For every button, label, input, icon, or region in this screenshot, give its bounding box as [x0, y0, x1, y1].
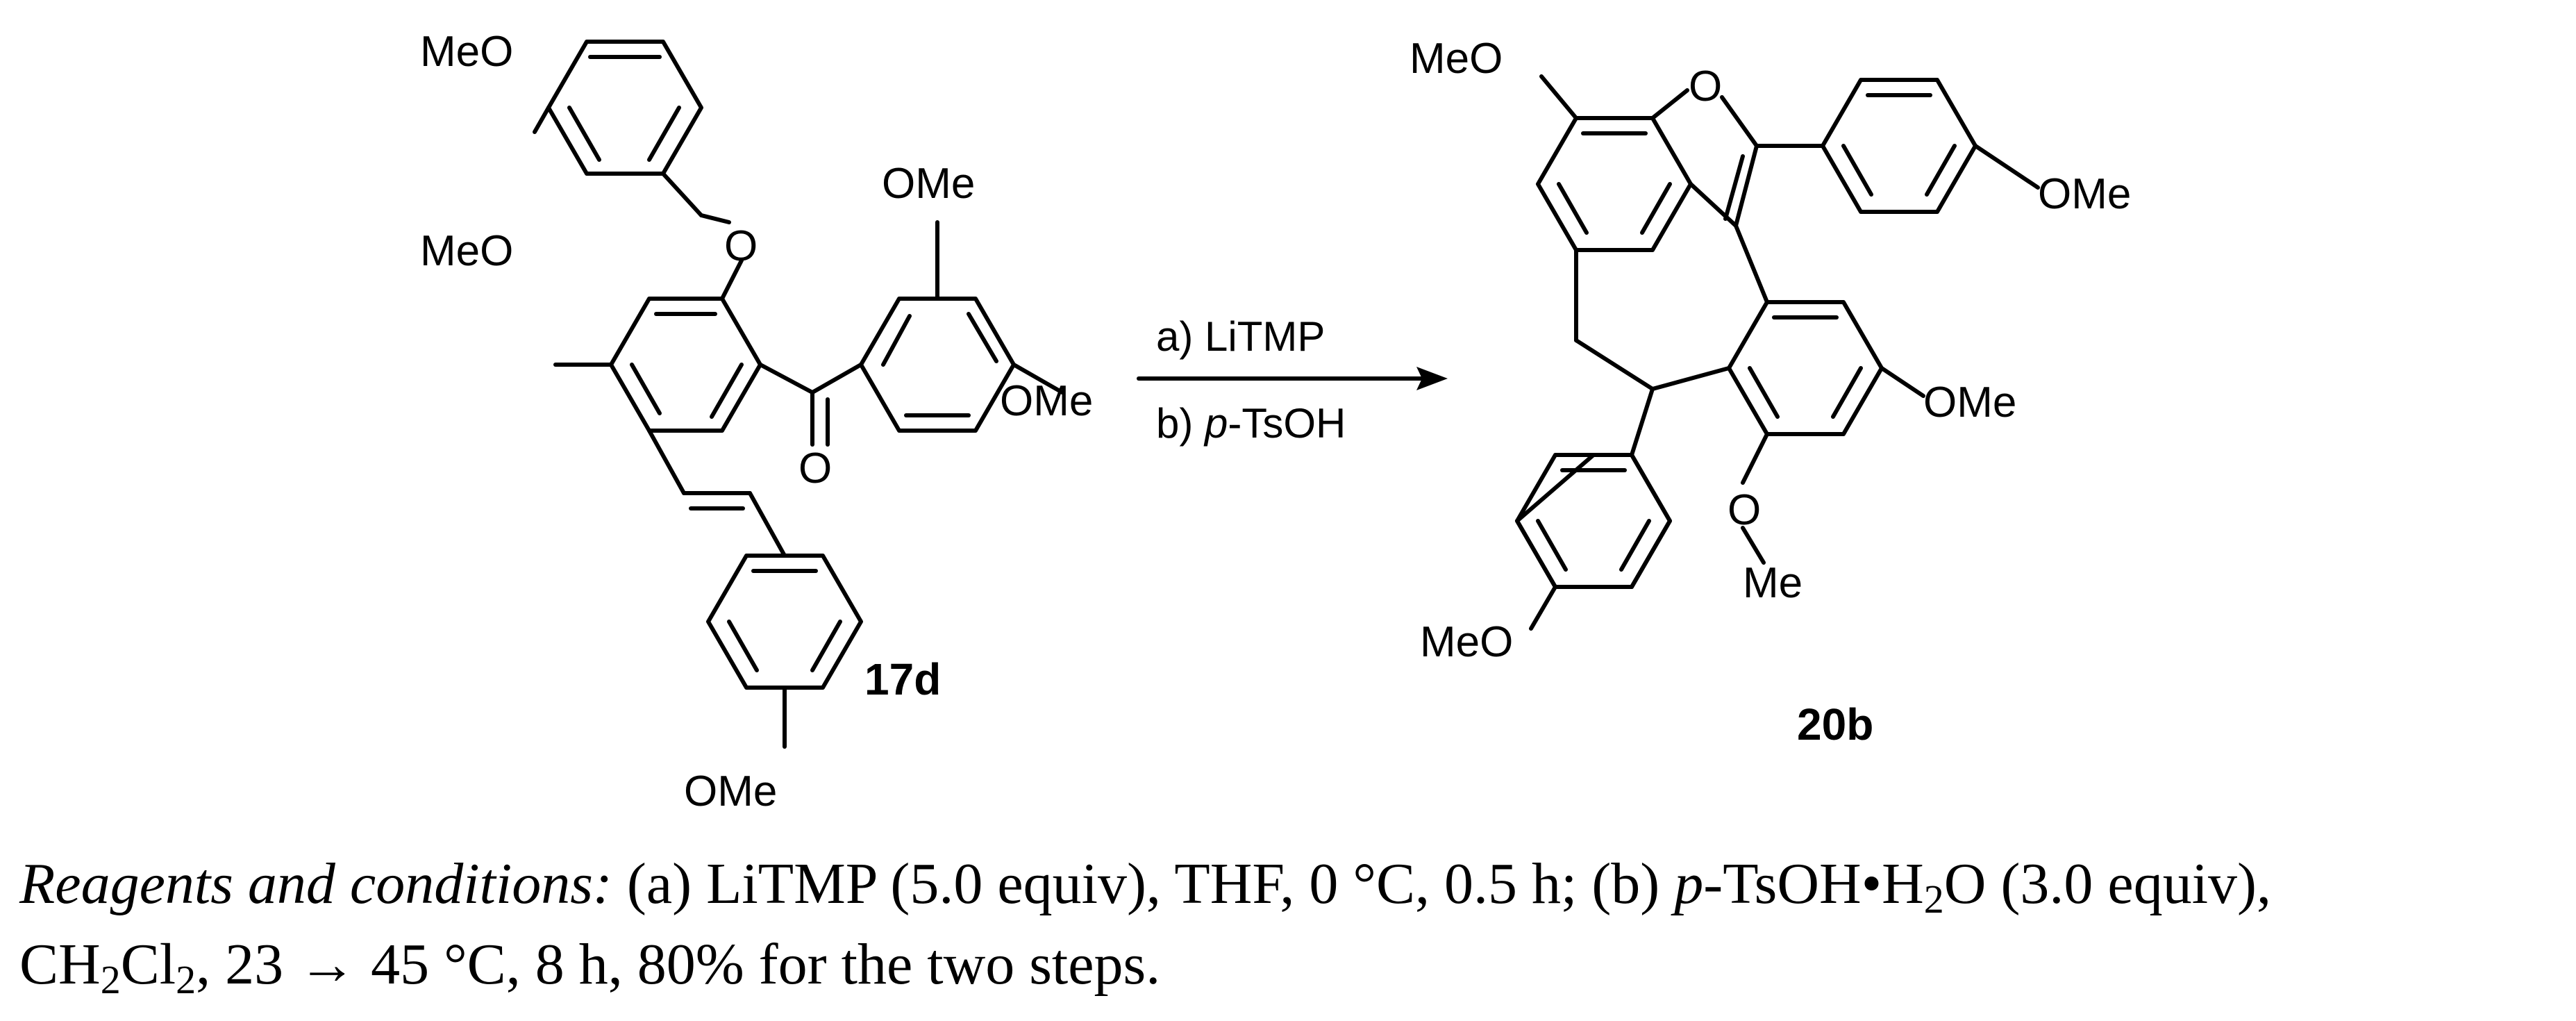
pmb-aryl-ring: [533, 40, 703, 176]
anisyl-ring-lower: [1515, 453, 1672, 631]
caption-text: O (3.0 equiv),: [1943, 852, 2272, 916]
caption-line-1: Reagents and conditions: (a) LiTMP (5.0 …: [19, 844, 2561, 924]
meo-label-benzofuran: MeO: [1410, 35, 1503, 83]
product-20b-structure: [1515, 74, 2040, 631]
furan-ring: [1650, 88, 1759, 228]
caption-subscript: 2: [176, 957, 196, 1002]
caption-text: -TsOH•H: [1703, 852, 1924, 916]
reactant-17d-structure: [533, 40, 1064, 749]
ome-label-anisyl: OMe: [2038, 170, 2131, 218]
o-label-lower: O: [1728, 486, 1761, 534]
reagent-step-b: b) p-TsOH: [1156, 400, 1346, 447]
ome-label-benzo: OMe: [1923, 379, 2016, 426]
meo-label-central: MeO: [420, 227, 513, 275]
central-aryl-ring: [609, 297, 762, 433]
caption-subscript: 2: [100, 957, 121, 1002]
caption-text: , 23 → 45 °C, 8 h, 80% for the two steps…: [196, 932, 1161, 997]
compound-20b-label: 20b: [1797, 699, 1873, 749]
benzofuran-benzo-ring: [1536, 74, 1693, 252]
reaction-arrow: [1137, 367, 1448, 390]
caption-italic-p: p: [1674, 852, 1704, 916]
ome-label-right: OMe: [1000, 377, 1093, 425]
dimethoxy-benzo-ring: [1727, 300, 1925, 565]
reagent-step-a: a) LiTMP: [1156, 313, 1325, 360]
caption-text: (a) LiTMP (5.0 equiv), THF, 0 °C, 0.5 h;…: [612, 852, 1675, 916]
caption-line-2: CH2Cl2, 23 → 45 °C, 8 h, 80% for the two…: [19, 924, 2561, 1005]
compound-17d-label: 17d: [864, 654, 941, 704]
caption-text: CH: [19, 932, 101, 997]
o-label-furan: O: [1689, 63, 1722, 110]
dimethoxyphenyl-ring: [859, 220, 1064, 433]
me-label-lower: Me: [1743, 559, 1803, 607]
meo-label-anisyl-lower: MeO: [1420, 618, 1513, 666]
anisyl-ring-furan: [1755, 78, 2040, 214]
reagents-conditions-caption: Reagents and conditions: (a) LiTMP (5.0 …: [19, 844, 2561, 1005]
ome-label-bottom: OMe: [684, 767, 777, 815]
o-label-ether: O: [724, 222, 758, 270]
o-label-carbonyl: O: [798, 445, 832, 492]
caption-heading: Reagents and conditions:: [19, 852, 612, 916]
meo-label-pmb: MeO: [420, 28, 513, 76]
ome-label-top: OMe: [882, 160, 975, 208]
anisyl-ring-bottom: [706, 554, 863, 749]
caption-subscript: 2: [1923, 877, 1944, 922]
caption-text: Cl: [120, 932, 176, 997]
